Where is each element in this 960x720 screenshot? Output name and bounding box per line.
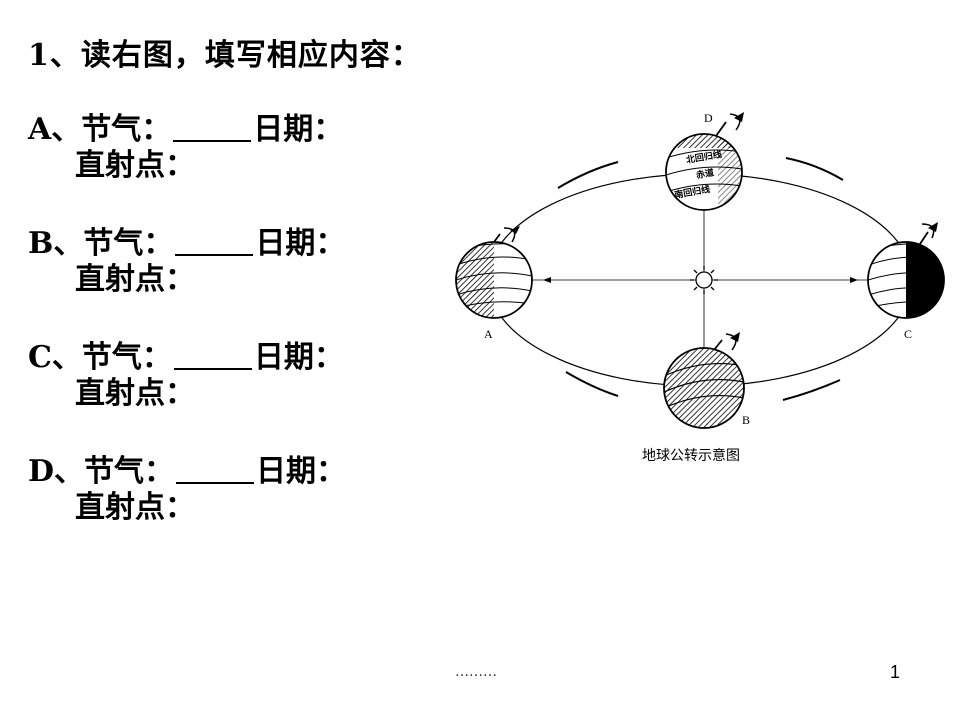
item-d-solar-term-label: D、节气： bbox=[28, 454, 175, 489]
item-d-solar-term-blank[interactable] bbox=[176, 456, 255, 484]
sun-icon bbox=[690, 266, 718, 294]
item-d: D、节气： 日期： 直射点： bbox=[28, 450, 346, 528]
label-a: A bbox=[484, 327, 493, 341]
earth-revolution-diagram: A B C bbox=[455, 111, 945, 464]
item-d-point-label: 直射点： bbox=[75, 490, 195, 525]
label-c: C bbox=[904, 327, 912, 341]
footer-dots: ……… bbox=[455, 664, 497, 680]
orbit-arc-bottom-left bbox=[565, 371, 619, 397]
item-a-solar-term-label: A、节气： bbox=[28, 112, 172, 147]
item-b-date-label: 日期： bbox=[255, 226, 346, 261]
orbit-arc-top-left bbox=[557, 161, 619, 189]
axis-arrow-left bbox=[543, 277, 551, 283]
orbit-arc-top-right bbox=[785, 157, 844, 181]
item-b-solar-term-label: B、节气： bbox=[28, 226, 174, 261]
item-c-point-label: 直射点： bbox=[75, 376, 195, 411]
item-c-solar-term-blank[interactable] bbox=[173, 342, 252, 370]
axis-arrow-right bbox=[850, 277, 858, 283]
item-a-point-label: 直射点： bbox=[75, 148, 195, 183]
earth-a bbox=[455, 226, 533, 319]
earth-d-equator-label: 赤道 bbox=[695, 166, 715, 181]
earth-c bbox=[867, 222, 945, 319]
item-b-solar-term-blank[interactable] bbox=[175, 228, 254, 256]
label-d: D bbox=[704, 111, 713, 125]
earth-b bbox=[663, 332, 745, 429]
label-b: B bbox=[742, 413, 750, 427]
item-a: A、节气： 日期： 直射点： bbox=[28, 108, 343, 186]
item-a-date-label: 日期： bbox=[253, 112, 344, 147]
orbit-arc-bottom-right bbox=[782, 379, 841, 401]
diagram-caption: 地球公转示意图 bbox=[642, 447, 740, 464]
item-c-date-label: 日期： bbox=[253, 340, 344, 375]
item-c-solar-term-label: C、节气： bbox=[28, 340, 172, 375]
item-c: C、节气： 日期： 直射点： bbox=[28, 336, 344, 414]
item-b-point-label: 直射点： bbox=[75, 262, 195, 297]
earth-d: 北回归线 赤道 南回归线 bbox=[665, 112, 744, 211]
item-a-solar-term-blank[interactable] bbox=[173, 114, 252, 142]
item-d-date-label: 日期： bbox=[256, 454, 347, 489]
question-title: 1、读右图，填写相应内容： bbox=[28, 38, 422, 73]
item-b: B、节气： 日期： 直射点： bbox=[28, 222, 345, 300]
page-number: 1 bbox=[890, 662, 901, 682]
